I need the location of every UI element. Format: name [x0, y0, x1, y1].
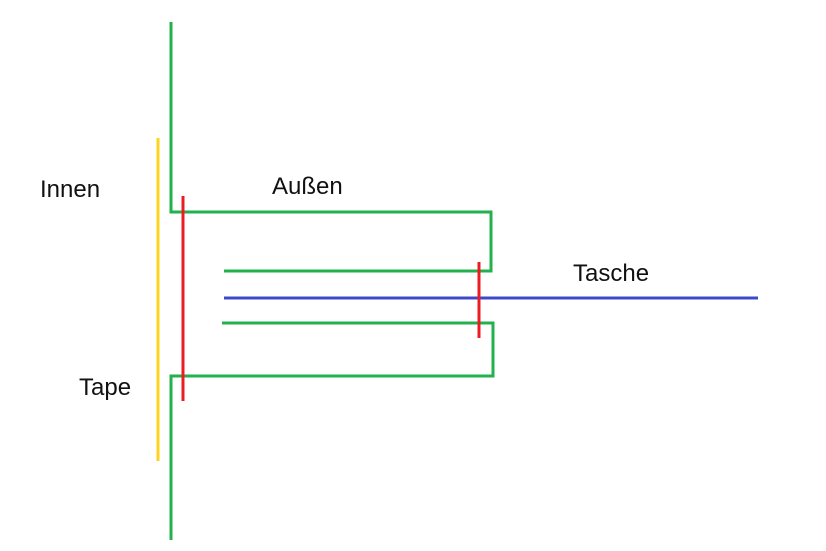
label-tape: Tape	[79, 374, 132, 401]
label-innen: Innen	[40, 176, 101, 203]
label-tasche: Tasche	[573, 260, 650, 287]
outer-fabric-upper	[169, 22, 493, 273]
label-aussen: Außen	[272, 173, 343, 200]
outer-fabric-lower	[169, 321, 495, 540]
